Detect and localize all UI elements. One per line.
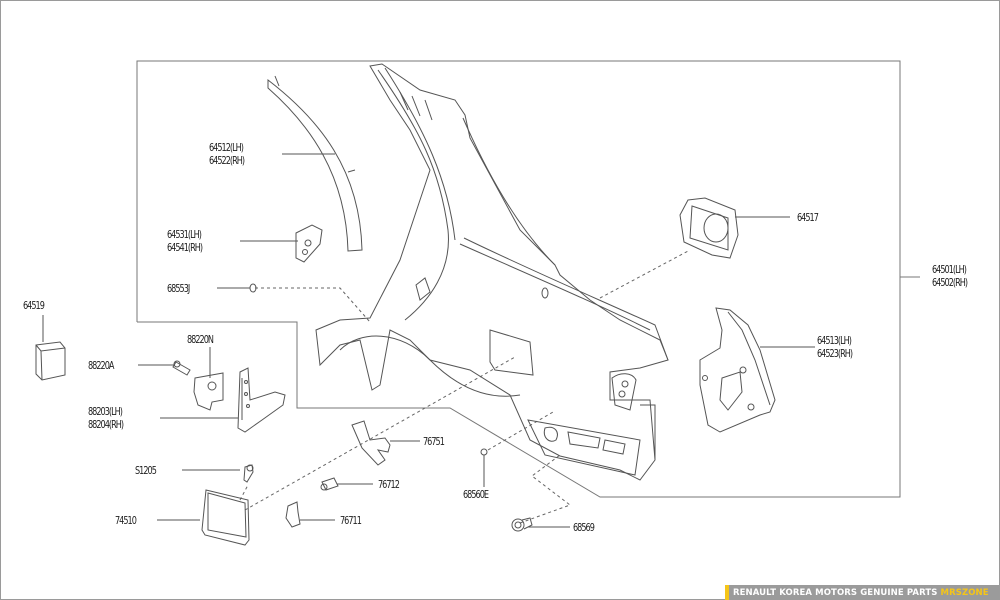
screw-S1205 [244,465,253,482]
fuel-door-74510 [202,490,249,545]
footer-banner: RENAULT KOREA MOTORS GENUINE PARTS MRSZO… [725,585,1000,600]
part-number-lh: 64513(LH) [817,334,852,347]
part-label-68569[interactable]: 68569 [573,521,595,534]
part-number: 64517 [797,211,819,224]
guide-screw [240,485,248,500]
part-label-76712[interactable]: 76712 [378,478,400,491]
part-number: 64519 [23,299,45,312]
part-label-64531[interactable]: 64531(LH) 64541(RH) [167,228,203,254]
part-number-lh: 64501(LH) [932,263,967,276]
part-label-76751[interactable]: 76751 [423,435,445,448]
part-label-S1205[interactable]: S1205 [135,464,157,477]
inner-panel-64513 [700,308,775,432]
bracket-88220n [194,373,223,410]
part-number: 88220N [187,333,214,346]
cap-64519 [36,342,65,380]
guide-68553j [255,288,370,322]
part-label-88220n[interactable]: 88220N [187,333,214,346]
fuel-door-on-panel [490,330,533,375]
assembly-bracket-line [137,61,900,497]
part-label-64513[interactable]: 64513(LH) 64523(RH) [817,334,853,360]
part-number-rh: 64502(RH) [932,276,968,289]
grommet-68553j [250,284,256,292]
part-number: 88220A [88,359,114,372]
guide-68569 [520,455,570,523]
pin-76712 [321,478,338,490]
accent-bar [725,585,729,600]
part-number-lh: 64512(LH) [209,141,244,154]
part-number-rh: 64522(RH) [209,154,245,167]
fuel-filler-housing-64517 [680,198,738,258]
guide-fuel-door [245,357,515,510]
part-label-68553j[interactable]: 68553J [167,282,190,295]
part-label-64517[interactable]: 64517 [797,211,819,224]
part-number: 68553J [167,282,190,295]
latch-76711 [286,502,300,527]
part-number: S1205 [135,464,157,477]
guide-64517 [600,250,690,298]
part-label-88220a[interactable]: 88220A [88,359,114,372]
part-label-68560e[interactable]: 68560E [463,488,489,501]
part-label-64519[interactable]: 64519 [23,299,45,312]
part-number-rh: 64523(RH) [817,347,853,360]
part-number: 74510 [115,514,137,527]
part-number-lh: 88203(LH) [88,405,123,418]
part-number-rh: 64541(RH) [167,241,203,254]
part-number: 76711 [340,514,362,527]
bracket-64531 [296,225,322,262]
part-label-76711[interactable]: 76711 [340,514,362,527]
part-number: 68560E [463,488,489,501]
brand-name: MRSZONE [940,587,989,598]
part-number: 68569 [573,521,595,534]
arch-trim-strip-64512 [268,76,362,251]
part-label-74510[interactable]: 74510 [115,514,137,527]
plug-68560e [481,449,487,455]
bolt-68569 [512,518,532,531]
bolt-88220a [173,361,190,375]
part-label-64501[interactable]: 64501(LH) 64502(RH) [932,263,968,289]
footer-text: RENAULT KOREA MOTORS GENUINE PARTS MRSZO… [733,588,989,598]
part-label-64512[interactable]: 64512(LH) 64522(RH) [209,141,245,167]
mud-guard-88203 [238,368,285,432]
quarter-panel-64501 [316,64,668,480]
clip-76751 [352,421,390,465]
part-label-88203[interactable]: 88203(LH) 88204(RH) [88,405,124,431]
part-number: 76751 [423,435,445,448]
footer-caption: RENAULT KOREA MOTORS GENUINE PARTS [733,587,938,598]
guide-68560e [488,412,553,450]
part-number-lh: 64531(LH) [167,228,202,241]
part-number: 76712 [378,478,400,491]
part-number-rh: 88204(RH) [88,418,124,431]
